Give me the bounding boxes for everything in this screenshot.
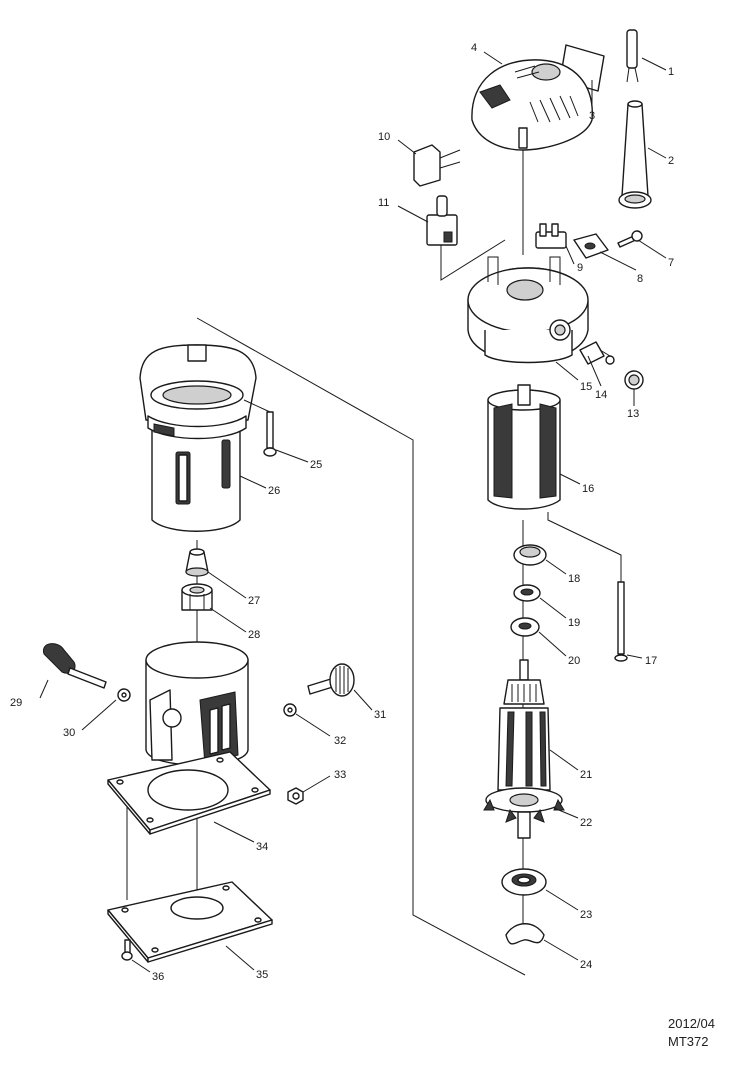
base-part-34	[107, 641, 271, 835]
label-part-16: 16	[582, 483, 594, 495]
adjusting-knob-part-31	[307, 663, 355, 697]
axis-line-housing-to-bearing	[196, 317, 526, 976]
top-cover-part-4	[471, 59, 593, 151]
label-part-20: 20	[568, 655, 580, 667]
label-part-2: 2	[668, 155, 674, 167]
label-part-15: 15	[580, 381, 592, 393]
label-part-33: 33	[334, 769, 346, 781]
leader-lines	[39, 51, 667, 973]
label-part-26: 26	[268, 485, 280, 497]
fan-part-22	[483, 787, 565, 839]
screw-part-36	[121, 939, 133, 961]
housing-part-26	[139, 344, 257, 532]
label-part-25: 25	[310, 459, 322, 471]
ball-bearing-part-23	[501, 868, 547, 896]
cord-part-1	[626, 29, 639, 83]
label-part-3: 3	[589, 110, 595, 122]
label-part-24: 24	[580, 959, 592, 971]
field-part-16	[487, 384, 561, 510]
washer-part-32	[283, 703, 297, 717]
terminal-part-9	[535, 223, 567, 249]
label-part-10: 10	[378, 131, 390, 143]
label-part-22: 22	[580, 817, 592, 829]
label-part-8: 8	[637, 273, 643, 285]
label-part-19: 19	[568, 617, 580, 629]
label-part-36: 36	[152, 971, 164, 983]
ball-bearing-part-19	[513, 584, 541, 602]
baffle-ring-part-18	[513, 544, 547, 566]
label-part-4: 4	[471, 42, 477, 54]
axis-line-screw-17	[547, 512, 622, 585]
capacitor-part-10	[413, 144, 461, 187]
label-part-29: 29	[10, 697, 22, 709]
label-part-14: 14	[595, 389, 607, 401]
switch-part-11	[426, 195, 458, 246]
label-part-13: 13	[627, 408, 639, 420]
label-part-9: 9	[577, 262, 583, 274]
cord-guard-part-2	[618, 100, 652, 209]
ball-bearing-part-20	[510, 617, 540, 637]
label-part-1: 1	[668, 66, 674, 78]
nut-part-33	[287, 787, 304, 805]
armature-part-21	[497, 659, 551, 791]
base-plate-part-35	[107, 881, 273, 963]
label-part-23: 23	[580, 909, 592, 921]
brush-holder-cap-part-13	[624, 370, 644, 390]
bracket-part-8	[573, 233, 609, 259]
collet-nut-part-28	[181, 583, 213, 611]
label-part-11: 11	[378, 197, 389, 209]
screw-part-25	[243, 399, 277, 457]
part-number-labels: 1 2 3 4 7 8 9 10 11 13 14 15 16 17 18 19…	[10, 42, 674, 983]
knob-bolt-part-29	[42, 643, 107, 689]
collet-cone-part-27	[185, 548, 209, 577]
label-part-28: 28	[248, 629, 260, 641]
label-part-30: 30	[63, 727, 75, 739]
label-part-31: 31	[374, 709, 386, 721]
motor-housing-part-15	[467, 256, 589, 364]
carbon-brush-part-14	[579, 341, 615, 365]
retaining-ring-part-24	[505, 923, 545, 945]
footer-date: 2012/04	[668, 1016, 715, 1031]
label-part-35: 35	[256, 969, 268, 981]
label-part-18: 18	[568, 573, 580, 585]
screw-part-17	[614, 581, 628, 662]
label-part-21: 21	[580, 769, 592, 781]
footer-model-number: MT372	[668, 1034, 709, 1049]
label-part-32: 32	[334, 735, 346, 747]
label-part-27: 27	[248, 595, 260, 607]
screw-part-7	[617, 230, 643, 248]
label-part-7: 7	[668, 257, 674, 269]
axis-line-switch	[440, 239, 506, 281]
label-part-17: 17	[645, 655, 657, 667]
label-part-34: 34	[256, 841, 268, 853]
washer-part-30	[117, 688, 131, 702]
